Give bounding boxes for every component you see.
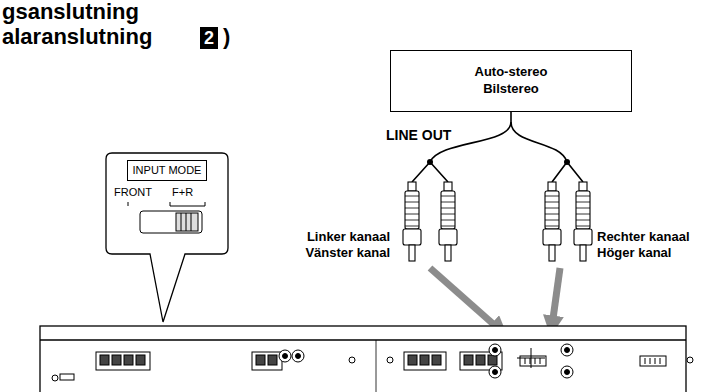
terminal-blocks — [52, 344, 693, 381]
node-text: Auto-stereo Bilstereo — [456, 64, 566, 98]
line-out-cable — [412, 112, 583, 182]
input-mode-switch — [128, 202, 205, 233]
section-title: ) — [223, 23, 230, 51]
junction-dot — [427, 159, 570, 165]
switch-position: F+R — [172, 186, 193, 200]
source-unit-box: Auto-stereo Bilstereo — [390, 50, 632, 112]
channel-label: Rechter kanaal Höger kanal — [597, 229, 705, 262]
switch-position: FRONT — [114, 186, 152, 200]
signal-name: LINE OUT — [386, 127, 451, 145]
channel-label: Linker kanaal Vänster kanal — [262, 229, 390, 262]
amplifier-chassis — [40, 326, 686, 392]
node-text: INPUT MODE — [133, 163, 202, 177]
section-title: gsanslutning — [2, 0, 139, 26]
section-title: alaranslutning — [2, 23, 152, 51]
section-title: 2 — [200, 27, 218, 49]
switch-label-box: INPUT MODE — [127, 160, 207, 181]
inset-callout — [106, 153, 228, 322]
rca-plugs — [403, 182, 592, 261]
